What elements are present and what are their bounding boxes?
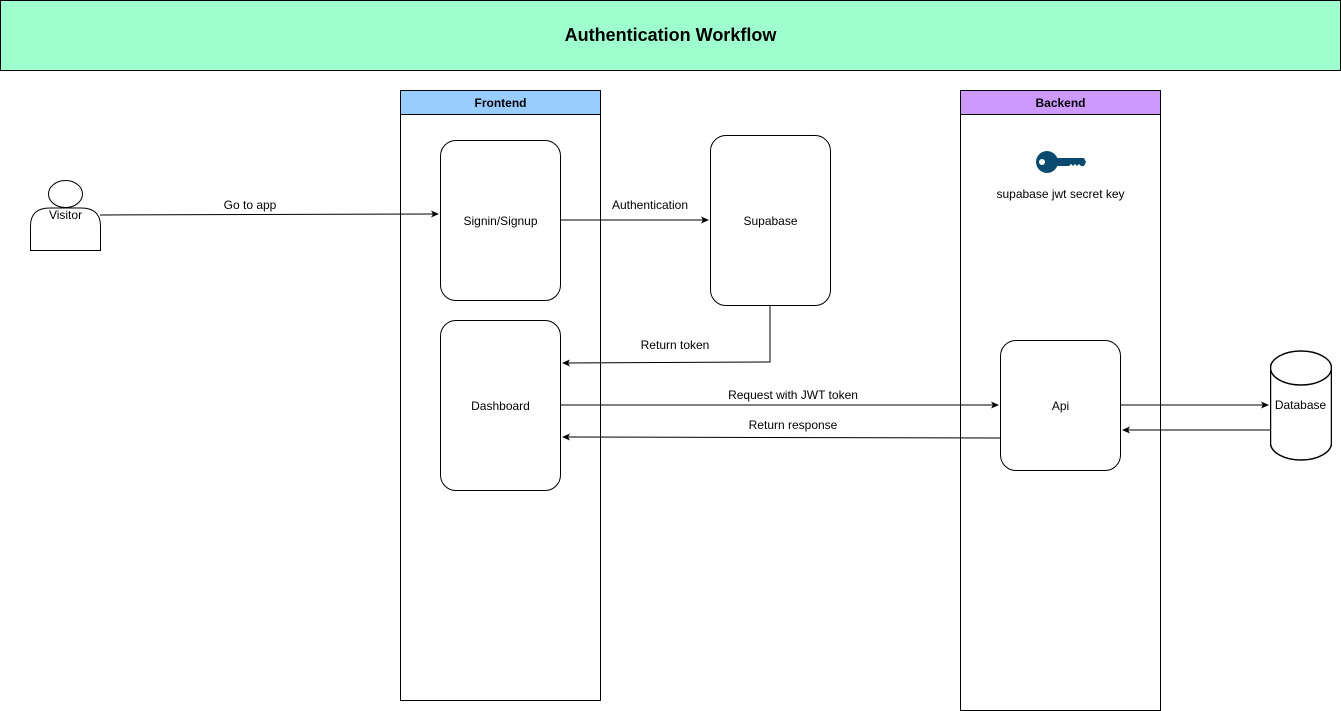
frontend-lane: Frontend (400, 90, 601, 701)
edge-label-return-token: Return token (640, 338, 710, 352)
edge-label-return-response: Return response (748, 418, 838, 432)
edge-go-to-app (99, 210, 439, 218)
edge-label-request-jwt: Request with JWT token (728, 388, 858, 402)
supabase-node: Supabase (710, 135, 831, 306)
key-icon (1036, 151, 1086, 173)
visitor-actor-icon (30, 180, 101, 251)
diagram-title: Authentication Workflow (0, 0, 1341, 71)
frontend-lane-header: Frontend (401, 91, 600, 115)
database-label: Database (1274, 398, 1327, 412)
signin-node: Signin/Signup (440, 140, 561, 301)
edge-label-go-to-app: Go to app (223, 198, 277, 212)
edge-label-authentication: Authentication (611, 198, 689, 212)
key-label: supabase jwt secret key (996, 187, 1125, 201)
edge-return-token (562, 306, 771, 367)
visitor-label: Visitor (48, 208, 83, 222)
edge-return-response (562, 433, 1001, 441)
database-icon (1270, 350, 1332, 461)
api-node: Api (1000, 340, 1121, 471)
backend-lane-header: Backend (961, 91, 1160, 115)
dashboard-node: Dashboard (440, 320, 561, 491)
